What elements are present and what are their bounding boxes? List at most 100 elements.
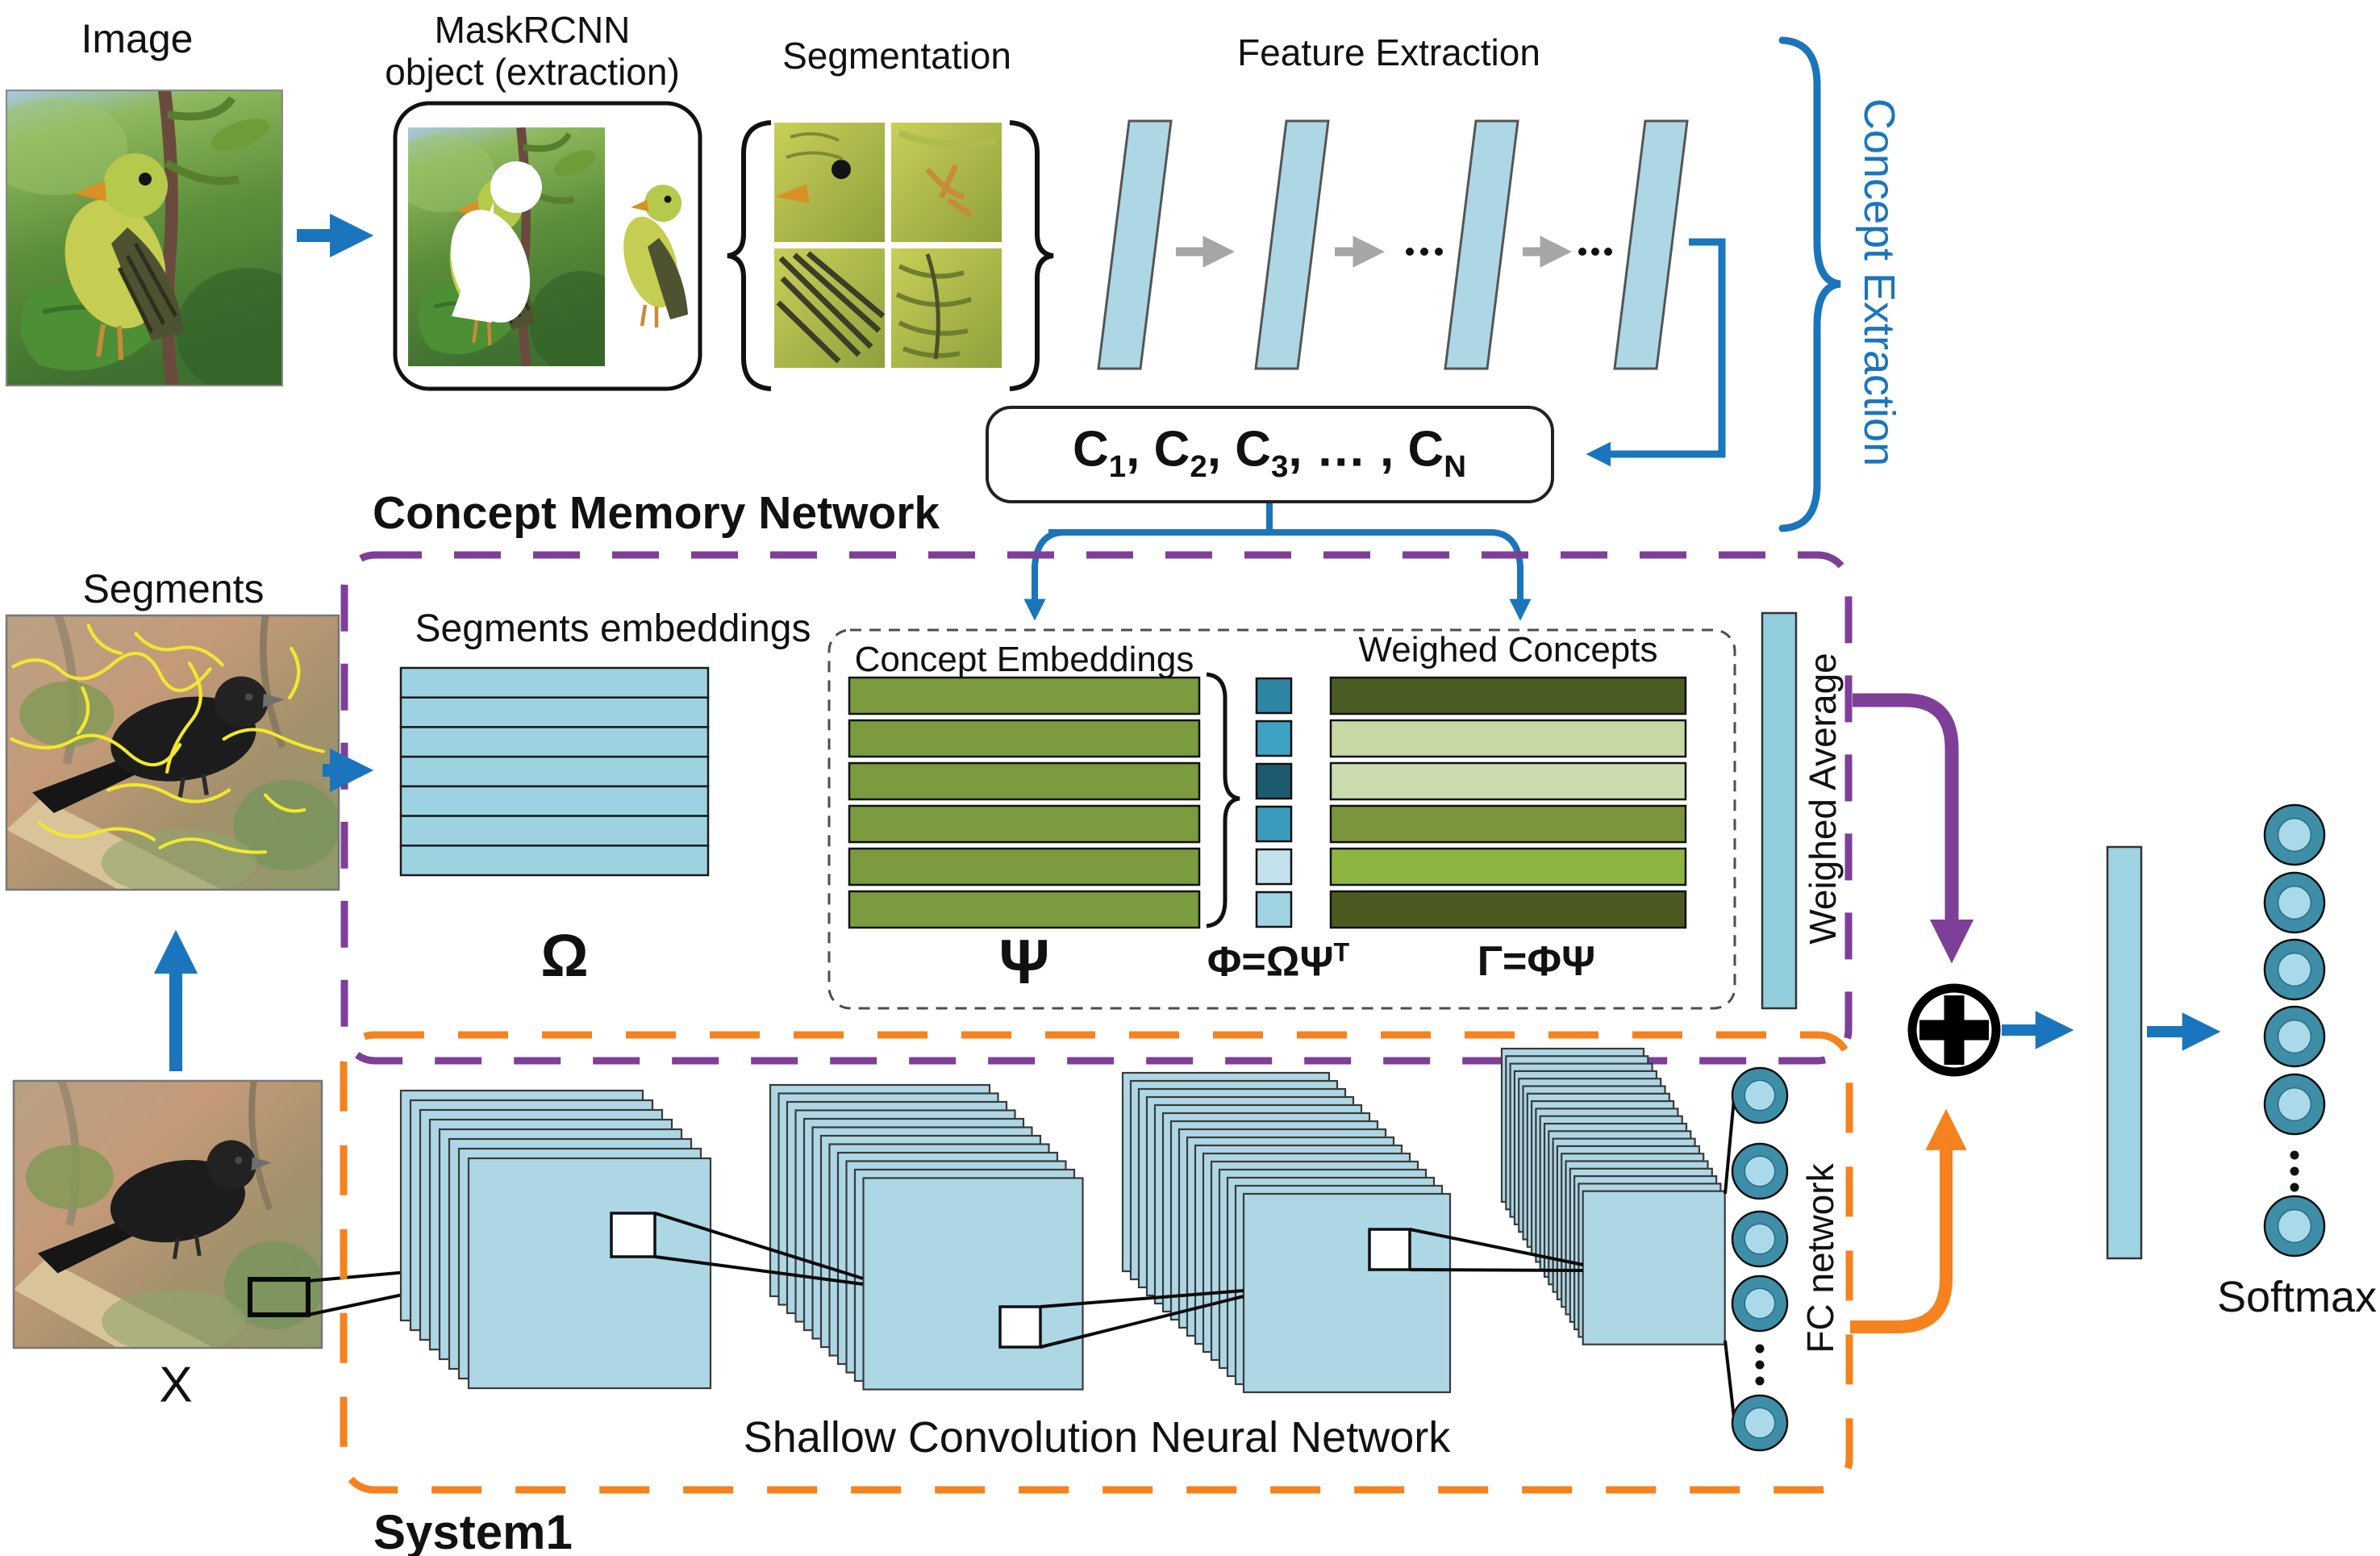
image-label: Image: [81, 16, 194, 61]
conv-layer: [1582, 1190, 1726, 1345]
gamma-bar: [1329, 676, 1687, 715]
fc-fan-lines: [1724, 1098, 1736, 1419]
concepts-box: [986, 406, 1554, 503]
input-bird-image: [0, 90, 321, 397]
softmax-nodes: [2263, 803, 2326, 1258]
phi-cell: [1255, 677, 1293, 715]
maskrcnn-label-line1: MaskRCNN: [434, 9, 631, 52]
arrow-features-to-concepts: [1586, 238, 1726, 467]
gamma-bar: [1329, 719, 1687, 758]
concept-block-box: [827, 628, 1736, 1010]
neuron-node-core: [2277, 1208, 2312, 1244]
feature-extraction-arrows: [1176, 236, 1612, 268]
segmentation-brace-left: [727, 120, 772, 391]
arrow-weighed-avg-to-sum: [1853, 693, 1974, 964]
gamma-bar: [1329, 847, 1687, 886]
concept-embeddings-label: Concept Embeddings: [854, 640, 1194, 680]
concept-memory-network-box: [340, 551, 1853, 1065]
feature-map-layer: [1097, 119, 1173, 370]
softmax-label: Softmax: [2216, 1272, 2378, 1321]
conv-layer: [862, 1177, 1084, 1391]
crop-head: [774, 123, 885, 242]
neuron-node-core: [1744, 1079, 1776, 1112]
weighed-concepts-label: Weighed Concepts: [1358, 630, 1658, 670]
conv-layer: [1242, 1192, 1452, 1394]
receptive-field-rect: [248, 1277, 311, 1317]
system1-title: System1: [373, 1505, 573, 1556]
crop-feathers: [891, 248, 1002, 368]
omega-label: Ω: [540, 922, 589, 990]
omega-row: [399, 815, 710, 847]
omega-row: [399, 785, 710, 817]
gamma-bar: [1329, 761, 1687, 801]
shallow-cnn-label: Shallow Convolution Neural Network: [743, 1412, 1451, 1462]
psi-brace: [1206, 672, 1240, 928]
neuron-node-core: [1744, 1223, 1776, 1255]
gamma-bar: [1329, 890, 1687, 929]
omega-row: [399, 726, 710, 758]
psi-bar: [848, 719, 1201, 758]
phi-cell: [1255, 720, 1293, 757]
softmax-dots: [2290, 1150, 2299, 1192]
concept-embeddings-bars: [848, 676, 1201, 929]
conv-kernels: [610, 1098, 1736, 1419]
gamma-label: Γ=ΦΨ: [1477, 937, 1596, 985]
neuron-node-core: [2277, 885, 2312, 920]
maskrcnn-white-mask: [450, 161, 542, 323]
segmentation-brace-right: [1009, 120, 1054, 391]
concept-memory-network-title: Concept Memory Network: [373, 487, 940, 539]
concepts-box-label: C1, C2, C3, … , CN: [1072, 421, 1467, 484]
fc-dots: [1755, 1344, 1765, 1386]
phi-cell: [1255, 762, 1293, 800]
arrow-fc-to-sum: [1850, 1108, 1967, 1333]
phi-cell: [1255, 848, 1293, 886]
feature-map-layer: [1444, 119, 1519, 370]
crop-leg: [891, 123, 1002, 242]
segmentation-crops: [774, 123, 1002, 368]
maskrcnn-cropped-bird: [623, 185, 688, 327]
omega-row: [399, 845, 710, 877]
omega-row: [399, 696, 710, 728]
segments-embeddings-label: Segments embeddings: [415, 607, 811, 651]
maskrcnn-label-line2: object (extraction): [385, 51, 680, 94]
psi-bar: [848, 804, 1201, 844]
neuron-node-core: [2277, 952, 2312, 987]
feature-map-layer: [1613, 119, 1689, 370]
psi-bar: [848, 761, 1201, 801]
phi-label: Φ=ΩΨT: [1207, 937, 1350, 986]
neuron-node-core: [2277, 1087, 2312, 1122]
kernel-1: [610, 1212, 656, 1258]
fc-network-label: FC network: [1799, 1163, 1842, 1354]
concept-extraction-label: Concept Extraction: [1855, 98, 1904, 467]
omega-row: [399, 755, 710, 788]
neuron-node-core: [1744, 1407, 1776, 1439]
kernel-3: [1368, 1228, 1411, 1271]
fc-network-nodes: [1731, 1066, 1789, 1452]
omega-row: [399, 666, 710, 699]
neuron-node-core: [2277, 1019, 2312, 1054]
psi-bar: [848, 890, 1201, 929]
weighed-concepts-bars: [1329, 676, 1687, 929]
segments-embeddings-matrix: [399, 666, 710, 877]
system1-box: [340, 1031, 1853, 1494]
psi-bar: [848, 676, 1201, 715]
gamma-bar: [1329, 804, 1687, 844]
psi-label: Ψ: [998, 925, 1050, 997]
x-label: X: [159, 1357, 193, 1413]
feature-extraction-layers: [1097, 119, 1689, 370]
neuron-node-core: [1744, 1287, 1776, 1320]
sum-operator: [1907, 983, 2001, 1077]
crop-wing: [774, 248, 886, 368]
concept-extraction-brace: [1778, 36, 1841, 532]
weighed-average-label: Weighed Average: [1802, 653, 1844, 945]
segments-image: [6, 615, 343, 895]
fused-vector-bar: [2106, 845, 2143, 1260]
phi-cell: [1255, 805, 1293, 843]
conv-layer: [467, 1157, 712, 1390]
psi-bar: [848, 847, 1201, 886]
feature-map-layer: [1254, 119, 1330, 370]
phi-cell: [1255, 891, 1293, 928]
phi-weight-cells: [1255, 677, 1293, 928]
